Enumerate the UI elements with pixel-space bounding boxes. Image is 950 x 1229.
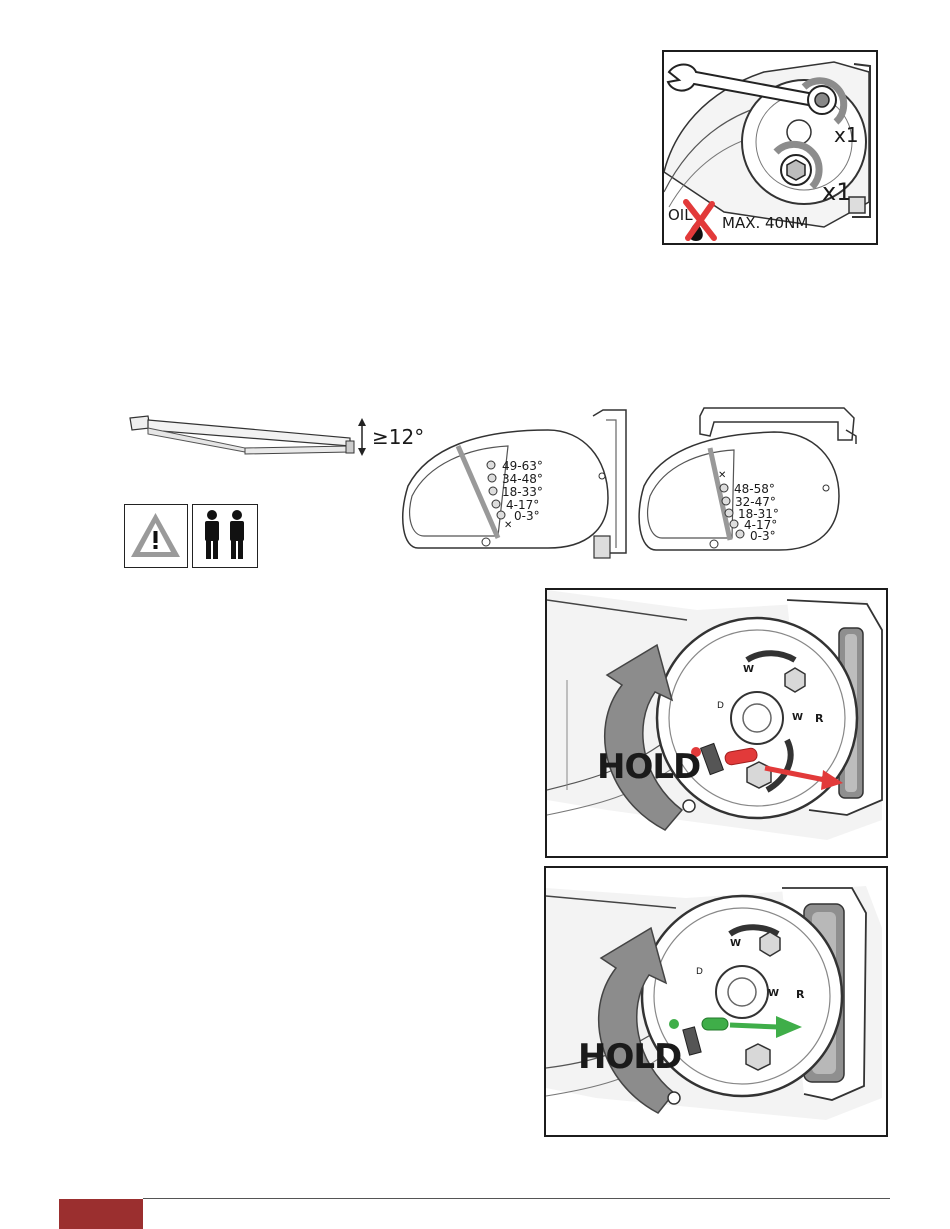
angle-bracket-a: ✕ 49-63° 34-48° 18-33° 4-17° 0-3° [398,408,630,568]
bracket-a-range-2: 34-48° [502,472,543,486]
bracket-a-illustration: ✕ 49-63° 34-48° 18-33° 4-17° 0-3° [398,408,630,568]
mark-d: D [696,967,703,977]
hold-engage-illustration: W W R D HOLD [546,868,886,1135]
bracket-a-range-3: 18-33° [502,485,543,499]
torque-count-bottom: x1 [822,178,851,206]
bracket-b-range-1: 48-58° [734,482,775,496]
oil-label: OIL [668,206,693,224]
two-persons-icon [193,505,256,566]
mark-w-mid: W [768,988,779,999]
footer-accent-tab [59,1199,143,1229]
hold-label: HOLD [578,1037,681,1077]
hold-figure-engage: W W R D HOLD [544,866,888,1137]
svg-text:✕: ✕ [718,470,726,481]
hold-release-illustration: W W R D HOLD [547,590,886,856]
svg-text:✕: ✕ [504,520,512,531]
mark-d: D [717,701,724,711]
mark-w-top: W [743,664,754,675]
hold-figure-release: W W R D HOLD [545,588,888,858]
warning-box [124,504,188,568]
bracket-b-range-5: 0-3° [750,529,776,543]
bracket-b-illustration: ✕ 48-58° 32-47° 18-31° 4-17° 0-3° [634,404,866,568]
arm-illustration: ≥12° [120,408,430,468]
warning-triangle-icon [125,505,186,566]
two-persons-box [192,504,258,568]
torque-illustration: x1 x1 OIL MAX. 40NM [664,52,876,243]
angle-bracket-b: ✕ 48-58° 32-47° 18-31° 4-17° 0-3° [634,404,866,568]
torque-count-top: x1 [834,123,859,147]
bracket-a-range-1: 49-63° [502,459,543,473]
hold-label: HOLD [597,747,700,787]
mark-w-top: W [730,938,741,949]
max-torque-label: MAX. 40NM [722,214,808,232]
mark-r: R [815,712,824,725]
arm-angle-figure: ≥12° [120,408,430,468]
mark-r: R [796,988,805,1001]
bracket-a-range-5: 0-3° [514,509,540,523]
footer-rule [143,1198,890,1199]
torque-figure: x1 x1 OIL MAX. 40NM [662,50,878,245]
mark-w-mid: W [792,712,803,723]
